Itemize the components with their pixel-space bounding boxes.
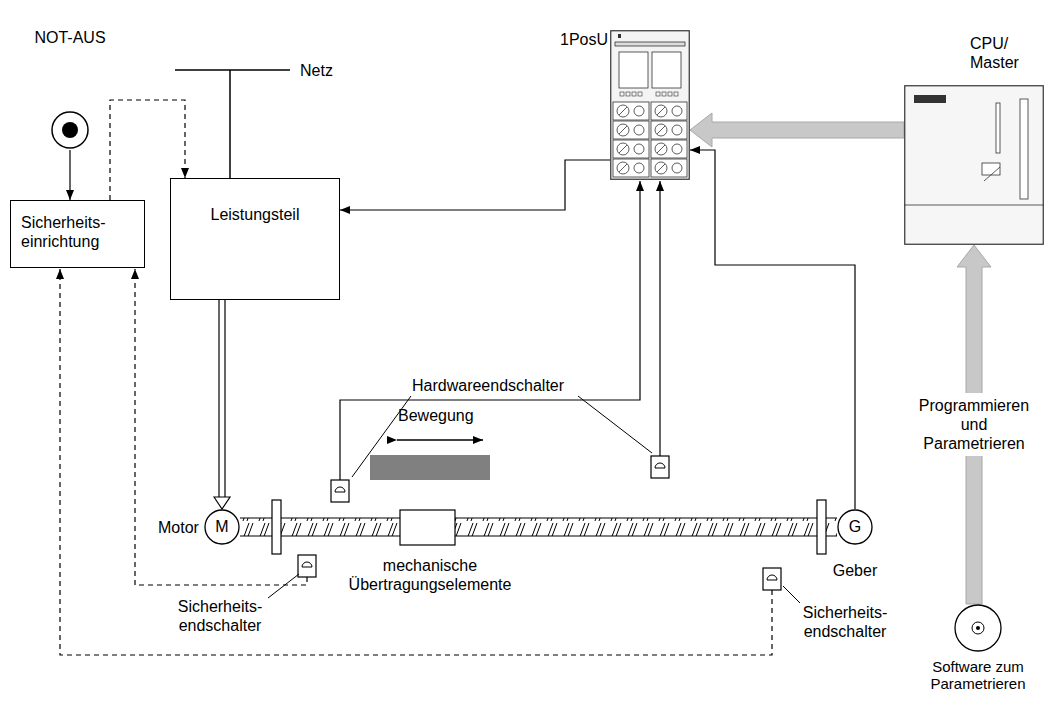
safety-wire — [60, 269, 772, 655]
node-label: Motor — [158, 518, 199, 537]
encoder: G Geber — [820, 505, 890, 583]
motion-arrow — [397, 439, 483, 441]
part-label: Hardwareendschalter — [412, 376, 582, 395]
node-label: 1PosU — [560, 30, 608, 49]
part-label: Sicherheits- endschalter — [790, 603, 900, 641]
mains-feed — [229, 70, 231, 178]
encoder-symbol: G — [837, 517, 873, 536]
mains-line — [175, 69, 290, 71]
part-label: mechanische Übertragungselemente — [335, 556, 525, 594]
bearing-flange — [817, 500, 826, 554]
node-label: Leistungsteil — [181, 205, 329, 224]
safety-switch — [298, 555, 316, 577]
node-label: CPU/ Master — [970, 34, 1042, 72]
leader-line — [783, 586, 800, 603]
cpu-housing — [904, 85, 1044, 245]
spindle-nut — [400, 510, 455, 545]
stop-button — [50, 110, 90, 150]
part-label: Netz — [300, 61, 360, 80]
power-unit-box: Leistungsteil — [170, 178, 340, 300]
limit-switch — [651, 456, 669, 478]
leader-line — [268, 574, 299, 598]
motor: Motor M — [150, 505, 242, 550]
part-label: Sicherheits- endschalter — [165, 597, 275, 635]
bearing-flange — [272, 500, 281, 554]
safety-unit-box: Sicherheits- einrichtung — [10, 200, 145, 268]
module-housing — [610, 30, 690, 180]
emergency-stop: NOT-AUS — [25, 28, 115, 150]
cpu-master: CPU/ Master — [898, 30, 1048, 246]
node-label: Geber — [820, 561, 890, 580]
spindle-thread — [240, 518, 837, 536]
software-disc-icon — [954, 604, 1002, 652]
limit-switch — [331, 480, 349, 502]
safety-wire — [135, 269, 307, 585]
leader-line — [578, 396, 652, 453]
positioning-module: 1PosU — [560, 28, 692, 182]
node-label: NOT-AUS — [25, 28, 115, 47]
slide-carriage — [370, 455, 490, 480]
switch-wire — [659, 181, 660, 456]
connector — [690, 150, 855, 509]
node-label: Software zum Parametrieren — [913, 658, 1043, 692]
edge-label: Programmieren und Parametrieren — [910, 393, 1038, 456]
software-disc: Software zum Parametrieren — [913, 600, 1043, 700]
connector — [690, 113, 904, 147]
switch-wire — [340, 181, 640, 480]
connector — [70, 150, 71, 200]
connector — [214, 300, 230, 509]
motor-symbol: M — [204, 517, 240, 536]
safety-switch — [763, 568, 781, 590]
connector — [340, 160, 610, 210]
node-label: Sicherheits- einrichtung — [21, 213, 134, 251]
part-label: Bewegung — [398, 406, 498, 425]
